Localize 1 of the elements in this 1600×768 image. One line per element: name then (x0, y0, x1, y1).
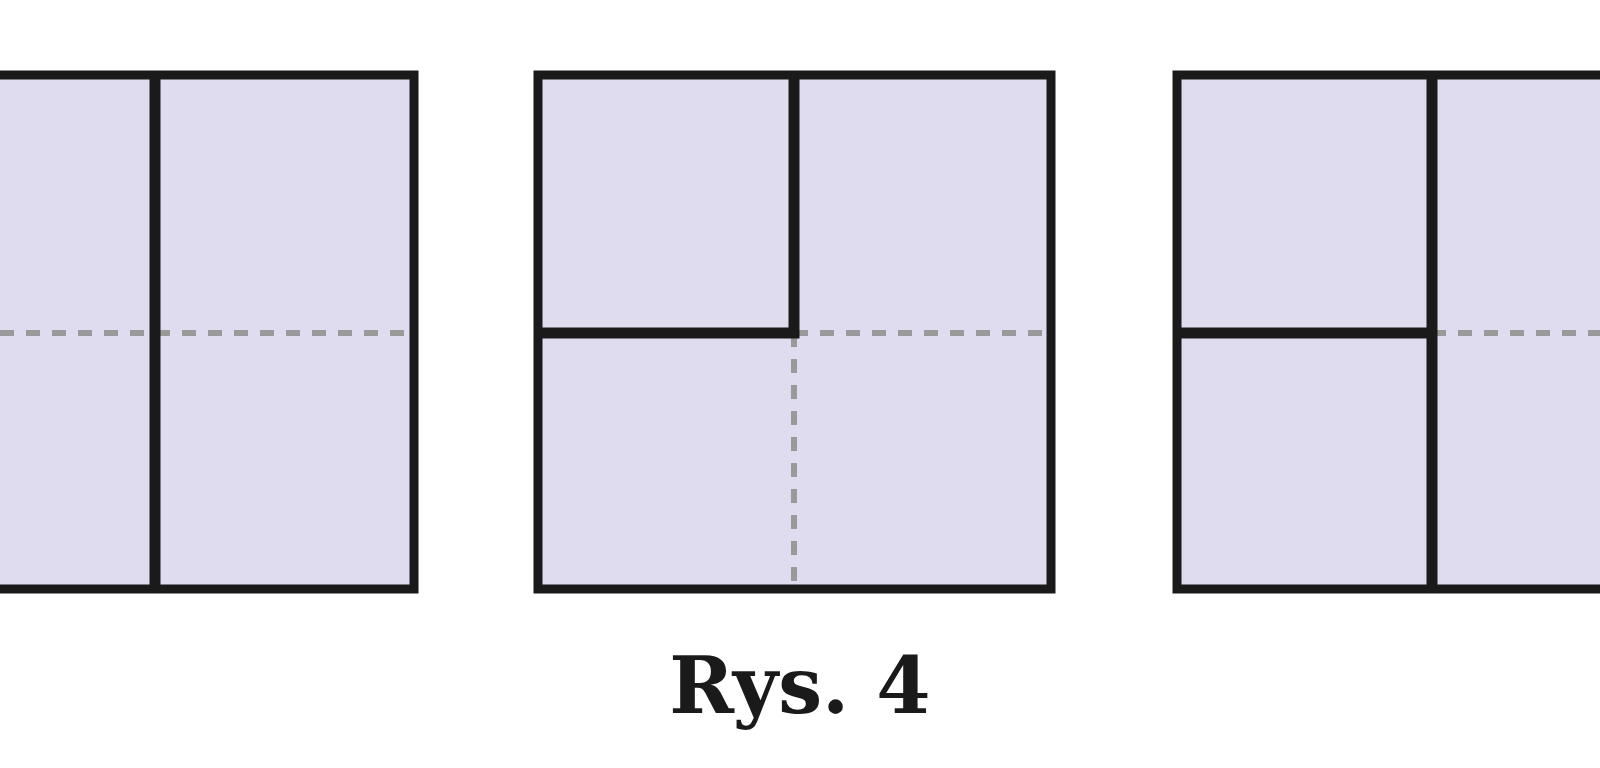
figure-caption: Rys. 4 (669, 643, 931, 729)
